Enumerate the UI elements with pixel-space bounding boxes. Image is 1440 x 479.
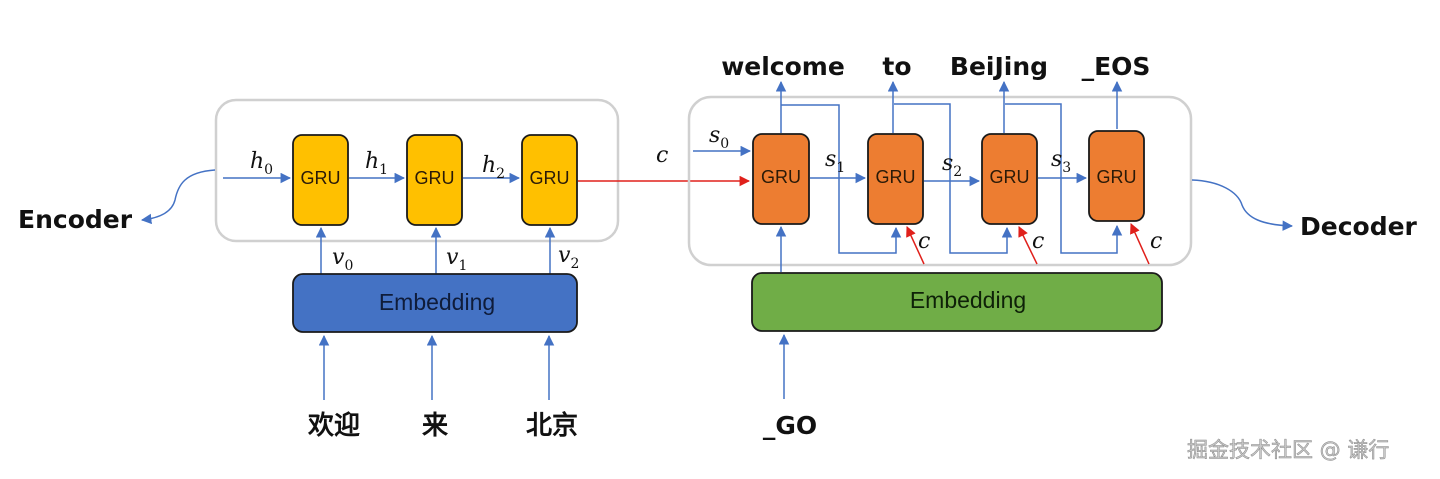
context-label-2: c	[1032, 229, 1044, 254]
go-token: _GO	[763, 411, 817, 440]
input-token-1: 来	[422, 411, 449, 441]
encoder-label: Encoder	[18, 205, 133, 234]
skip-line-1	[781, 104, 902, 254]
s3-label: s3	[1051, 147, 1071, 176]
v2-label: v2	[558, 243, 579, 272]
output-token-2: BeiJing	[950, 52, 1048, 81]
context-label-1: c	[918, 229, 930, 254]
decoder-gru-2: GRU	[981, 133, 1038, 225]
svg-text:GRU: GRU	[1097, 167, 1137, 187]
encoder-gru-2: GRU	[521, 134, 578, 226]
encoder-container	[214, 98, 620, 243]
svg-text:GRU: GRU	[990, 167, 1030, 187]
s1-label: s1	[825, 147, 845, 176]
output-token-3: _EOS	[1082, 52, 1151, 81]
svg-text:Embedding: Embedding	[379, 289, 495, 315]
encoder-gru-0: GRU	[292, 134, 349, 226]
svg-text:GRU: GRU	[415, 168, 455, 188]
skip-line-2	[894, 103, 1013, 254]
context-arrow-3	[1130, 223, 1150, 265]
decoder-gru-1: GRU	[867, 133, 924, 225]
output-token-1: to	[882, 52, 911, 81]
v1-label: v1	[446, 245, 467, 274]
decoder-label: Decoder	[1300, 212, 1418, 241]
watermark: 掘金技术社区 @ 谦行	[1187, 438, 1389, 462]
context-label-3: c	[1150, 229, 1162, 254]
skip-line-3	[1005, 103, 1123, 254]
decoder-gru-3: GRU	[1088, 130, 1145, 222]
h1-label: h1	[365, 149, 388, 178]
v0-label: v0	[332, 245, 353, 274]
decoder-embedding: Embedding	[751, 272, 1163, 332]
svg-text:Embedding: Embedding	[910, 287, 1026, 313]
encoder-embedding: Embedding	[292, 273, 578, 333]
s0-label: s0	[709, 123, 729, 152]
h2-label: h2	[482, 153, 505, 182]
output-token-0: welcome	[721, 52, 845, 81]
encoder-gru-1: GRU	[406, 134, 463, 226]
decoder-pointer-arrow	[1191, 179, 1294, 231]
h0-label: h0	[250, 149, 273, 178]
svg-text:GRU: GRU	[301, 168, 341, 188]
encoder-pointer-arrow	[140, 169, 216, 225]
context-arrow-2	[1018, 226, 1038, 265]
svg-text:GRU: GRU	[876, 167, 916, 187]
svg-text:GRU: GRU	[530, 168, 570, 188]
context-arrow-1	[906, 226, 925, 265]
decoder-container	[687, 95, 1193, 267]
input-token-2: 北京	[526, 410, 578, 441]
input-token-0: 欢迎	[307, 410, 360, 441]
context-label: c	[656, 143, 668, 168]
svg-text:GRU: GRU	[761, 167, 801, 187]
decoder-gru-0: GRU	[752, 133, 810, 225]
s2-label: s2	[942, 151, 962, 180]
